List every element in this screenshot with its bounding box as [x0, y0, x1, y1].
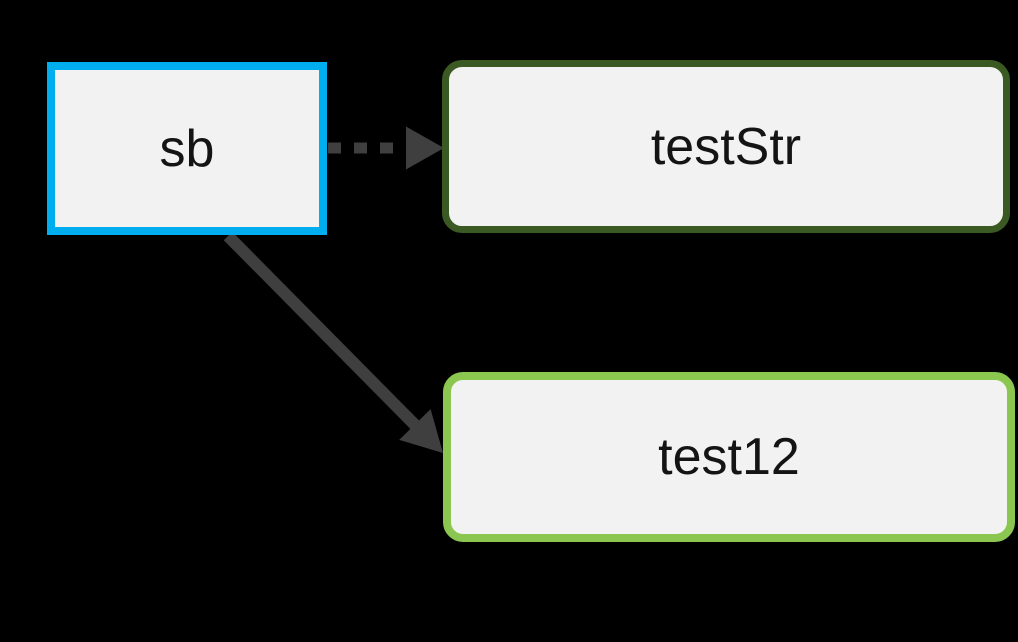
node-teststr-label: testStr — [650, 117, 802, 176]
node-test12-label: test12 — [658, 428, 800, 486]
node-teststr[interactable]: testStr — [442, 60, 1010, 233]
edge-arrowhead — [399, 409, 443, 453]
node-sb-label: sb — [159, 119, 215, 178]
node-test12[interactable]: test12 — [443, 372, 1015, 542]
edge-sb-to-teststr — [328, 126, 444, 170]
edge-solid-line — [223, 231, 422, 432]
edge-arrowhead — [406, 126, 444, 170]
edge-sb-to-test12 — [223, 231, 443, 453]
node-sb[interactable]: sb — [47, 62, 327, 235]
